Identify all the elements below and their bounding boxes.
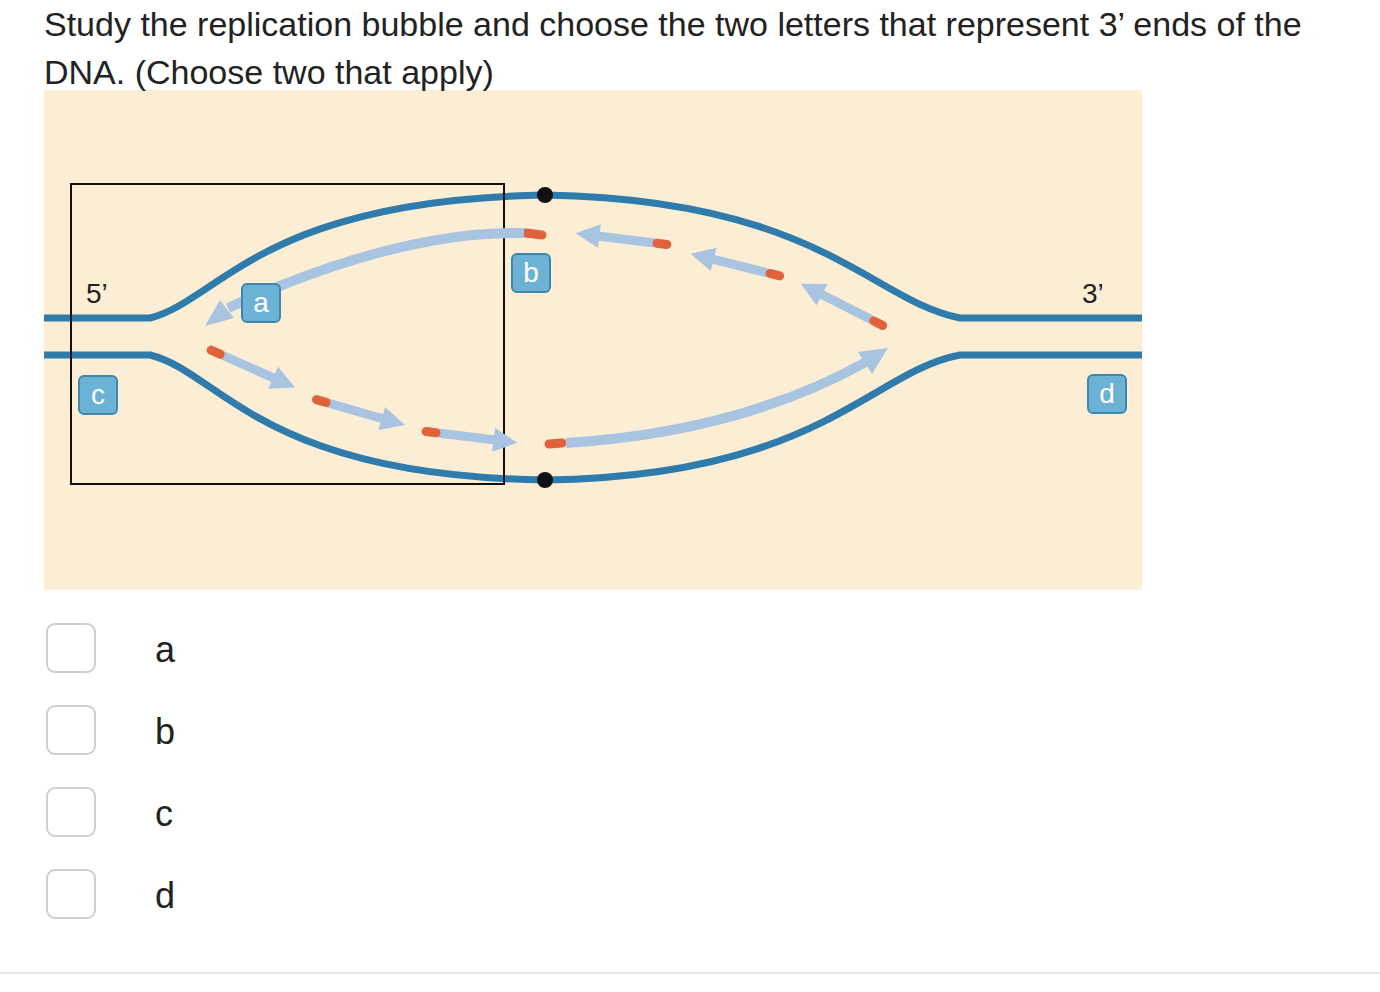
letter-label: b [523, 259, 539, 287]
parental-strand [44, 195, 1142, 318]
checkbox [47, 706, 95, 754]
letter-box: c [78, 375, 118, 415]
okazaki-fragment [313, 388, 408, 436]
okazaki-fragment [425, 420, 519, 455]
option-label: a [155, 632, 175, 668]
checkbox [47, 624, 95, 672]
letter-box: b [511, 253, 551, 293]
okazaki-fragment [795, 273, 888, 336]
letter-label: c [91, 381, 105, 409]
okazaki-fragment [574, 221, 668, 256]
checkbox [47, 788, 95, 836]
leading-strand [205, 233, 542, 326]
leading-strand [549, 348, 888, 444]
checkbox [47, 870, 95, 918]
option-label: c [155, 796, 173, 832]
option-label: b [155, 714, 175, 750]
panel-ground [44, 90, 1142, 590]
fork-dot [537, 187, 553, 203]
option-label: d [155, 878, 175, 914]
fork-dot [537, 472, 553, 488]
end-label: 5’ [86, 280, 108, 308]
parental-strand [44, 355, 1142, 480]
question-text: Study the replication bubble and choose … [44, 0, 1374, 96]
divider [0, 972, 1380, 974]
letter-label: d [1099, 380, 1115, 408]
letter-label: a [253, 289, 269, 317]
letter-box: d [1087, 374, 1127, 414]
highlight-frame [71, 184, 504, 484]
end-label: 3’ [1082, 280, 1104, 308]
okazaki-fragment [206, 339, 300, 398]
letter-box: a [241, 283, 281, 323]
okazaki-fragment [687, 242, 782, 288]
